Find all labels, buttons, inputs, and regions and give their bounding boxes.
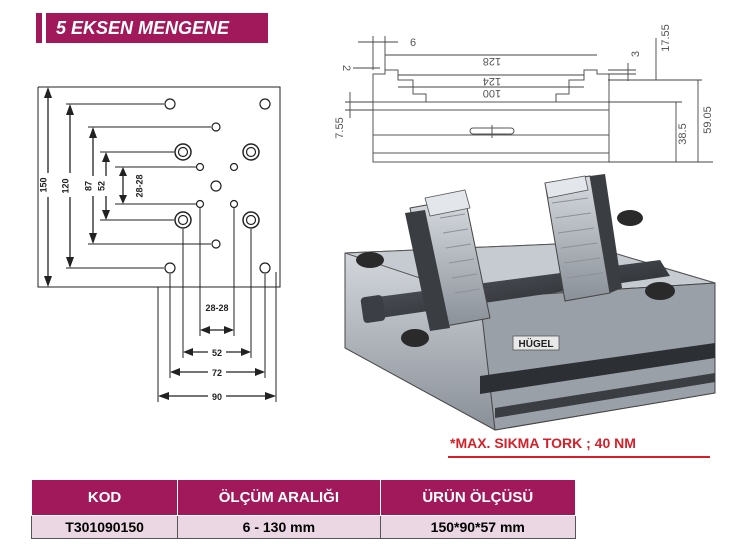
product-photo-vise: HÜGEL <box>344 174 716 431</box>
drawing-dim-124: 124 <box>483 75 501 87</box>
brand-label: HÜGEL <box>519 337 554 350</box>
spec-table: KOD ÖLÇÜM ARALIĞI ÜRÜN ÖLÇÜSÜ T301090150… <box>30 479 577 539</box>
dim-label-52: 52 <box>96 181 106 191</box>
dim-label-120: 120 <box>60 178 70 193</box>
dim-label-28-28: 28-28 <box>134 174 144 197</box>
dim-label-87: 87 <box>83 181 93 191</box>
torque-underline <box>448 456 710 458</box>
dim-label-150: 150 <box>38 177 48 192</box>
drawing-dim-7-55: 7.55 <box>334 117 346 138</box>
drawing-dim-3: 3 <box>630 51 642 57</box>
cell-kod: T301090150 <box>30 515 179 539</box>
drawing-dim-100: 100 <box>483 87 501 99</box>
drawing-dim-2: 2 <box>340 65 352 71</box>
drawing-dim-6: 6 <box>410 37 416 49</box>
header-urun-olcusu: ÜRÜN ÖLÇÜSÜ <box>379 479 577 516</box>
drawing-dim-59-05: 59.05 <box>702 106 714 134</box>
header-olcum-araligi: ÖLÇÜM ARALIĞI <box>177 479 381 516</box>
max-torque-note: *MAX. SIKMA TORK ; 40 NM <box>450 435 636 451</box>
cell-urun-olcusu: 150*90*57 mm <box>379 515 577 539</box>
page-title: 5 EKSEN MENGENE <box>46 13 268 43</box>
hole-pattern-diagram: 150 120 87 52 28-28 28-28 52 72 <box>37 86 281 402</box>
bottom-dim-90: 90 <box>212 392 222 402</box>
bottom-dim-28-28: 28-28 <box>205 303 228 313</box>
drawing-dim-17-55: 17.55 <box>660 24 672 52</box>
header-kod: KOD <box>30 479 179 516</box>
title-accent-bar <box>36 13 42 43</box>
drawing-dim-128: 128 <box>483 55 501 67</box>
table-row: T301090150 6 - 130 mm 150*90*57 mm <box>30 515 577 539</box>
technical-side-drawing: 6 2 128 124 100 3 17.55 7.55 38.5 59.05 <box>334 24 714 163</box>
bottom-dim-72: 72 <box>212 368 222 378</box>
cell-olcum-araligi: 6 - 130 mm <box>177 515 381 539</box>
drawing-dim-38-5: 38.5 <box>677 123 689 144</box>
bottom-dim-52: 52 <box>212 348 222 358</box>
spec-table-header: KOD ÖLÇÜM ARALIĞI ÜRÜN ÖLÇÜSÜ <box>30 479 577 516</box>
